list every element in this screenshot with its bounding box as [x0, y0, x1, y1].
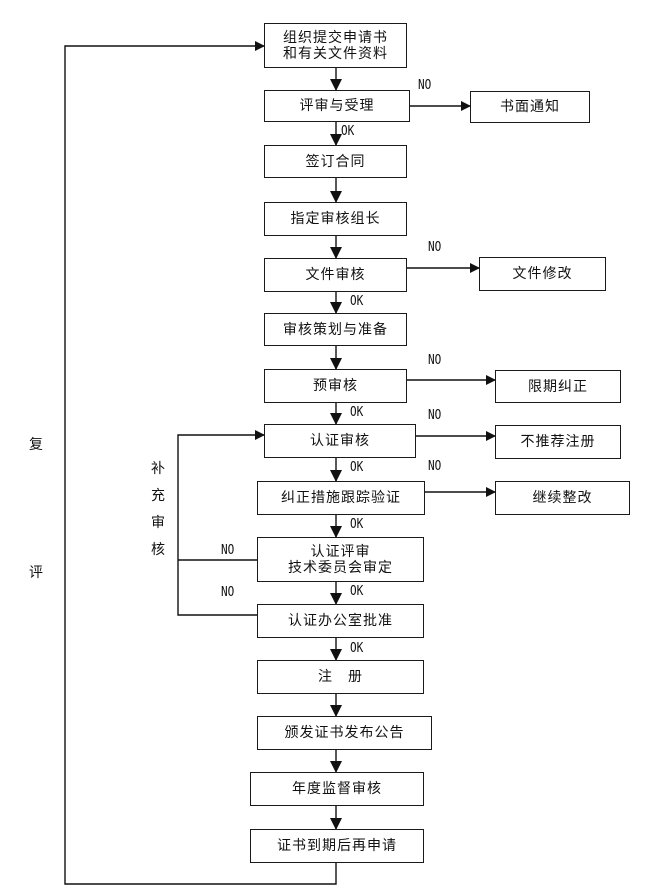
loop-supplementary-2 — [177, 430, 265, 616]
step-technical-committee: 认证评审 技术委员会审定 — [257, 537, 424, 582]
edge-label-no: NO — [428, 459, 442, 474]
edge-label-ok: OK — [350, 294, 364, 309]
step-submit-application: 组织提交申请书 和有关文件资料 — [264, 23, 407, 68]
edge-label-ok: OK — [350, 517, 364, 532]
label-re-evaluation-2: 评 — [29, 565, 43, 581]
edge-label-no: NO — [221, 543, 235, 558]
step-office-approval: 认证办公室批准 — [257, 604, 424, 638]
step-annual-surveillance: 年度监督审核 — [250, 772, 424, 806]
loop-re-evaluation — [64, 41, 337, 885]
step-sign-contract: 签订合同 — [264, 145, 407, 178]
step-issue-certificate: 颁发证书发布公告 — [257, 716, 432, 750]
step-document-review: 文件审核 — [264, 258, 407, 292]
edge-label-no: NO — [428, 353, 442, 368]
outcome-document-revision: 文件修改 — [479, 257, 606, 291]
step-certification-audit: 认证审核 — [264, 424, 416, 458]
step-registration: 注 册 — [257, 660, 424, 694]
edge-label-no: NO — [221, 585, 235, 600]
step-audit-planning: 审核策划与准备 — [264, 313, 407, 346]
edge-label-no: NO — [428, 408, 442, 423]
outcome-time-limited-correction: 限期纠正 — [495, 370, 621, 403]
edge-label-ok: OK — [350, 641, 364, 656]
edge-label-ok: OK — [350, 405, 364, 420]
label-re-evaluation-1: 复 — [29, 437, 43, 453]
edge-label-ok: OK — [341, 124, 355, 139]
step-reapply: 证书到期后再申请 — [250, 829, 424, 863]
edge-label-no: NO — [418, 78, 432, 93]
step-corrective-verification: 纠正措施跟踪验证 — [257, 481, 425, 515]
step-review-accept: 评审与受理 — [264, 90, 410, 122]
step-pre-audit: 预审核 — [264, 369, 407, 403]
edge-label-ok: OK — [350, 460, 364, 475]
step-assign-leader: 指定审核组长 — [264, 202, 407, 236]
outcome-written-notice: 书面通知 — [470, 91, 590, 123]
label-supplementary-audit: 补 充 审 核 — [151, 461, 165, 558]
edge-label-ok: OK — [350, 584, 364, 599]
edge-label-no: NO — [428, 240, 442, 255]
outcome-not-recommended: 不推荐注册 — [495, 425, 621, 459]
outcome-continue-rectification: 继续整改 — [495, 481, 630, 515]
